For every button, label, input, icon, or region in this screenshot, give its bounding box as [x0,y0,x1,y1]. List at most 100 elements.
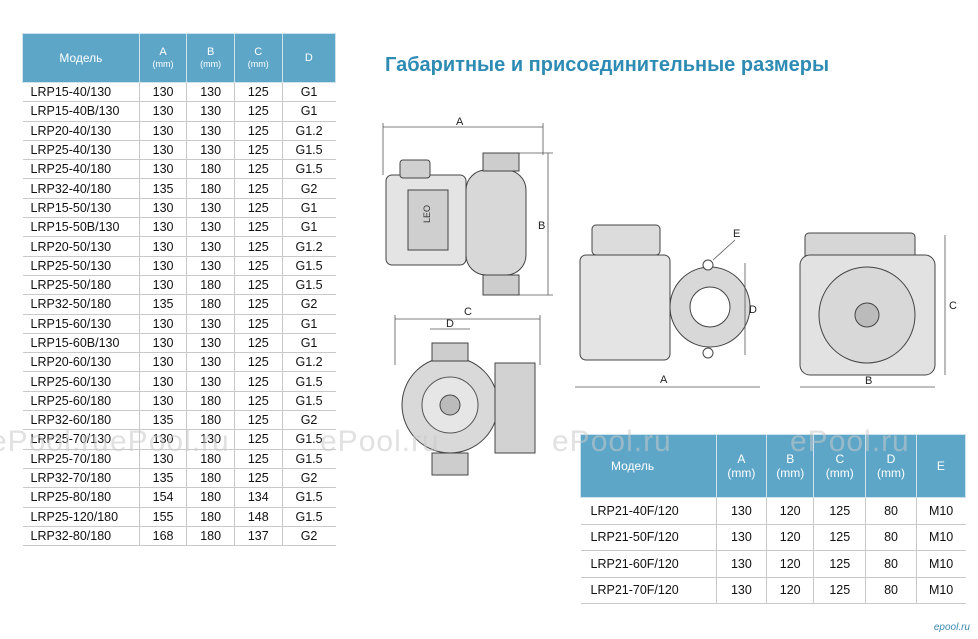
table-header-row: Модель A(mm) B(mm) C(mm) D [22,33,337,83]
value-cell: 125 [234,449,283,469]
value-cell: 125 [234,468,283,489]
value-cell: 130 [139,429,188,450]
model-cell: LRP21-50F/120 [580,524,717,551]
model-cell: LRP32-60/180 [22,410,140,431]
value-cell: 125 [234,236,283,257]
model-cell: LRP32-40/180 [22,178,140,199]
value-cell: 168 [139,526,188,547]
dim-label-e: E [733,228,740,240]
value-cell: 180 [186,487,235,508]
flanged-pump-side-drawing: E D A [575,224,760,388]
value-cell: 125 [234,275,283,296]
value-cell: 130 [716,577,768,604]
value-cell: 125 [234,140,283,161]
value-cell: 180 [186,468,235,489]
dim-label-a2: A [660,374,668,386]
value-cell: 130 [186,82,235,103]
value-cell: 130 [139,217,188,238]
value-cell: 125 [813,550,867,578]
value-cell: 130 [186,333,235,354]
value-cell: G1 [282,198,336,219]
value-cell: 148 [234,507,283,527]
value-cell: 125 [813,577,867,604]
value-cell: 125 [234,159,283,180]
dimensions-table-flanged: Модель A(mm) B(mm) C(mm) D(mm) E LRP21-4… [580,434,967,604]
value-cell: 80 [865,577,917,604]
value-cell: 125 [234,429,283,450]
value-cell: G1.5 [282,275,336,296]
value-cell: 130 [139,140,188,161]
value-cell: G1.2 [282,121,336,141]
value-cell: G2 [282,526,336,547]
model-cell: LRP32-50/180 [22,294,140,315]
value-cell: 180 [186,391,235,412]
value-cell: G1.5 [282,429,336,450]
value-cell: 130 [139,275,188,296]
value-cell: G1.5 [282,140,336,161]
value-cell: 130 [139,159,188,180]
value-cell: 130 [186,371,235,392]
value-cell: 135 [139,468,188,489]
value-cell: G1 [282,314,336,334]
value-cell: 130 [186,429,235,450]
header-a: A(mm) [715,434,768,498]
value-cell: 125 [234,178,283,199]
value-cell: 130 [716,497,768,525]
dim-label-b: B [538,220,545,232]
value-cell: 130 [186,140,235,161]
header-d: D [281,33,337,83]
value-cell: 180 [186,507,235,527]
value-cell: 125 [234,121,283,141]
value-cell: 120 [766,550,815,578]
header-a: A(mm) [138,33,188,83]
value-cell: 130 [139,256,188,276]
header-c: C(mm) [813,434,867,498]
value-cell: 130 [186,236,235,257]
value-cell: G1.5 [282,159,336,180]
value-cell: G1.5 [282,391,336,412]
value-cell: 125 [234,410,283,431]
model-cell: LRP25-80/180 [22,487,140,508]
model-cell: LRP25-50/180 [22,275,140,296]
pump-brand-label: LEO [422,205,432,223]
model-cell: LRP15-40B/130 [22,101,140,122]
value-cell: M10 [916,577,966,604]
section-title: Габаритные и присоединительные размеры [385,54,830,76]
value-cell: 135 [139,410,188,431]
model-cell: LRP15-60B/130 [22,333,140,354]
value-cell: G1.5 [282,256,336,276]
value-cell: 137 [234,526,283,547]
value-cell: G2 [282,178,336,199]
value-cell: 125 [813,497,867,525]
model-cell: LRP21-60F/120 [580,550,717,578]
model-cell: LRP20-40/130 [22,121,140,141]
model-cell: LRP25-120/180 [22,507,140,527]
value-cell: 125 [234,391,283,412]
model-cell: LRP20-60/130 [22,352,140,373]
value-cell: 130 [186,314,235,334]
value-cell: 180 [186,449,235,469]
header-c: C(mm) [233,33,283,83]
value-cell: 80 [865,497,917,525]
value-cell: 130 [716,550,768,578]
value-cell: 120 [766,497,815,525]
header-d: D(mm) [865,434,917,498]
value-cell: 125 [813,524,867,551]
value-cell: G1 [282,101,336,122]
model-cell: LRP25-70/130 [22,429,140,450]
value-cell: G1.5 [282,449,336,469]
value-cell: 130 [186,101,235,122]
value-cell: 130 [186,121,235,141]
